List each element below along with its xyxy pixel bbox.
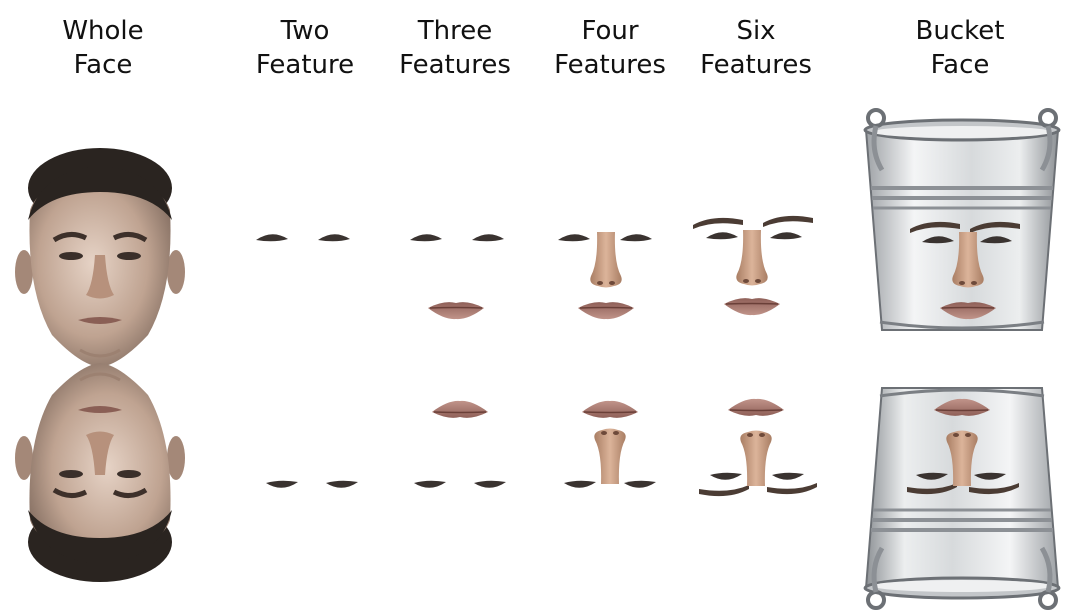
header-six-features: Six Features [686,14,826,82]
header-line2: Features [700,50,812,80]
four-features-upright [558,232,652,320]
two-feature-inverted [266,480,358,488]
header-line1: Six [736,16,776,46]
two-feature-upright [256,234,350,242]
three-features-inverted [414,400,506,488]
six-features-inverted [699,398,817,497]
header-three-features: Three Features [385,14,525,82]
header-two-feature: Two Feature [240,14,370,82]
header-line2: Face [73,50,133,80]
bucket-face-inverted [865,388,1059,608]
header-line2: Feature [255,50,355,80]
bucket-face-upright [865,110,1059,330]
four-features-inverted [564,400,656,488]
header-whole-face: Whole Face [28,14,178,82]
header-line2: Features [554,50,666,80]
three-features-upright [410,234,504,320]
header-bucket-face: Bucket Face [880,14,1040,82]
whole-face-upright [15,148,185,367]
header-line1: Whole [62,16,144,46]
header-line1: Two [280,16,330,46]
header-line1: Bucket [915,16,1005,46]
header-four-features: Four Features [540,14,680,82]
whole-face-inverted [15,363,185,582]
six-features-upright [693,215,813,316]
header-line1: Three [417,16,493,46]
header-line2: Face [930,50,990,80]
header-line2: Features [399,50,511,80]
header-line1: Four [581,16,639,46]
